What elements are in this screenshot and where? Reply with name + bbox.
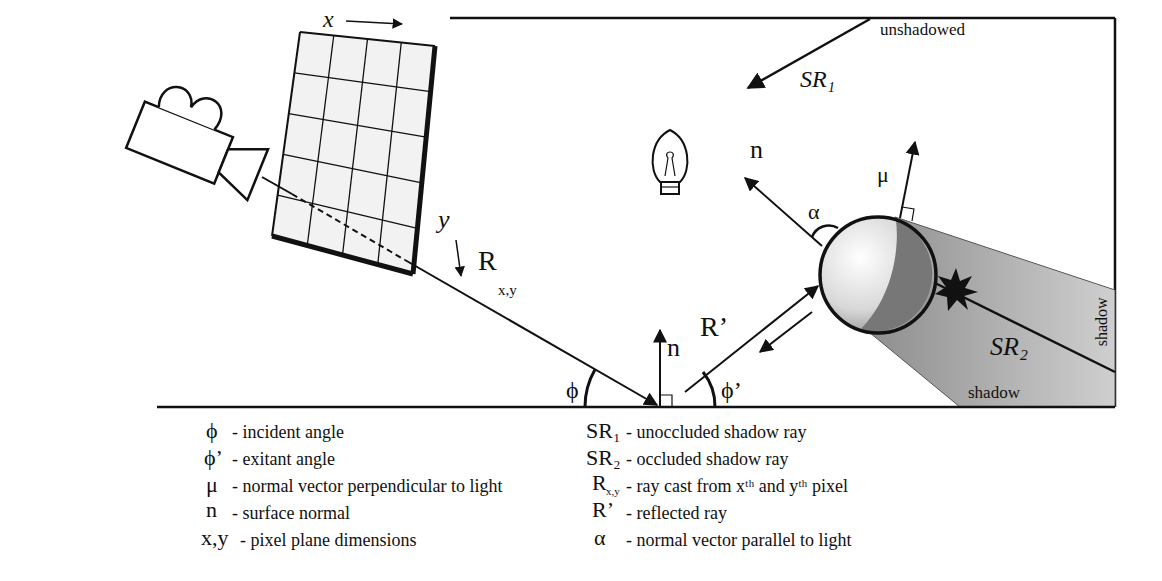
sphere-outline	[820, 217, 936, 333]
legend-text: - normal vector parallel to light	[626, 531, 851, 551]
grid-line	[378, 43, 402, 265]
angle-label: ϕ	[566, 377, 579, 403]
incident-angle-arc	[585, 370, 595, 408]
grid-line	[300, 32, 435, 46]
angle-label: α	[808, 200, 820, 224]
legend-text: - reflected ray	[626, 504, 727, 524]
normal-label: n	[750, 136, 763, 165]
sphere	[820, 217, 936, 333]
grid-line	[278, 195, 418, 228]
legend-text: - exitant angle	[232, 450, 335, 470]
region-label: unshadowed	[880, 21, 965, 40]
camera-icon	[125, 76, 277, 200]
legend-text: - surface normal	[232, 504, 350, 524]
right-angle-mark	[902, 207, 914, 221]
primary-ray	[262, 177, 292, 194]
grid-line	[272, 236, 413, 274]
axis-label: x	[323, 6, 334, 32]
vector-label: μ	[877, 163, 889, 187]
floor-line	[157, 406, 1115, 409]
ray-label: R	[478, 246, 497, 277]
occlusion-burst	[935, 268, 978, 311]
legend-text: - normal vector perpendicular to light	[232, 477, 502, 497]
grid-line	[289, 114, 426, 138]
primary-ray-dashed	[292, 194, 405, 260]
legend-symbol: ϕ’	[204, 446, 223, 470]
ray-label: R’	[700, 312, 728, 343]
ray-subscript: x,y	[498, 282, 517, 299]
region-label: shadow	[968, 384, 1020, 403]
grid-line	[343, 39, 368, 255]
x-arrow	[346, 21, 402, 24]
y-arrow	[456, 240, 461, 276]
axis-label: y	[438, 206, 450, 235]
normal-label: n	[667, 334, 680, 363]
grid-line	[294, 73, 430, 92]
legend-symbol: R	[592, 471, 607, 495]
pixel-grid	[272, 32, 435, 274]
legend-text: - pixel plane dimensions	[240, 531, 416, 551]
grid-line	[283, 154, 422, 182]
right-angle-mark	[660, 395, 672, 407]
primary-ray	[405, 260, 657, 405]
angle-label: ϕ’	[721, 377, 742, 403]
region-label: shadow	[1093, 297, 1111, 346]
legend-symbol: R’	[592, 498, 614, 522]
legend-symbol: μ	[206, 473, 218, 497]
legend-symbol: α	[594, 526, 606, 550]
legend-text: - unoccluded shadow ray	[626, 423, 806, 443]
legend-text: - ray cast from xᵗʰ and yᵗʰ pixel	[626, 477, 848, 497]
legend-symbol: SR₁	[586, 419, 621, 443]
sphere-normal	[745, 178, 822, 246]
grid-line	[307, 36, 334, 246]
legend-symbol: n	[206, 498, 217, 522]
ceiling-line	[450, 17, 1115, 20]
legend-text: - incident angle	[232, 423, 344, 443]
shadow-ray-label: SR₂	[990, 333, 1028, 362]
legend-symbol: x,y	[201, 526, 229, 550]
reflected-ray	[685, 286, 818, 392]
grid-line	[413, 46, 435, 274]
pixel-plane	[272, 32, 435, 274]
shadow-ray-label: SR₁	[800, 66, 835, 92]
return-arrow	[760, 312, 812, 352]
alpha-arc	[812, 225, 838, 237]
legend-symbol: SR₂	[586, 446, 621, 470]
legend-text: - occluded shadow ray	[626, 450, 788, 470]
legend-subscript: x,y	[606, 485, 620, 497]
legend-symbol: ϕ	[206, 419, 218, 443]
light-bulb-icon	[653, 130, 688, 194]
grid-line	[272, 32, 300, 236]
